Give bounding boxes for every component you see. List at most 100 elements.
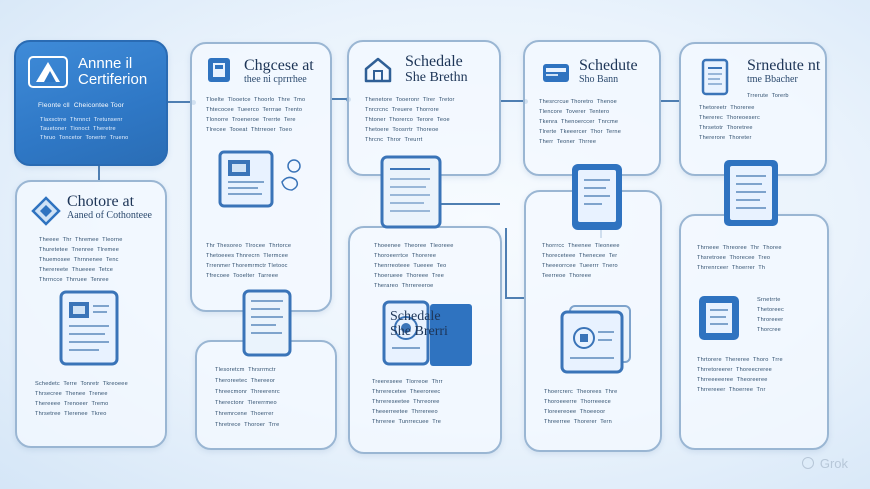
text-line: Thrneee Threoree Thr Thoree	[697, 245, 782, 251]
card-summary[interactable]: Thrneee Threoree Thr Thoree Thsretroee T…	[679, 214, 829, 450]
card-title: Srnedute nt	[747, 57, 821, 74]
text-line: Thrrereseetee Thrreoree	[372, 399, 440, 405]
logo-icon	[28, 56, 68, 88]
card-review[interactable]: Thorrrcc Theenee Tleoneee Thoreceteee Th…	[524, 190, 662, 452]
text-line: Therereete Thueeee Tetce	[39, 267, 114, 273]
text-line: Thoercrerc Theorees Thre	[544, 389, 618, 395]
text-line: Thsretroee Thorecee Treo	[697, 255, 771, 261]
text-line: Thorrrcc Theenee Tleoneee	[542, 243, 620, 249]
text-line: Thorcree	[757, 327, 781, 333]
text-line: Thrsecree Thenee Trenee	[35, 391, 108, 397]
document-icon	[701, 58, 729, 96]
connector-line	[98, 162, 100, 182]
text-line: Trrerute Torerb	[747, 93, 789, 99]
card-subtitle: Certiferion	[78, 70, 148, 88]
text-line: Thtoner Thorerco Terore Teoe	[365, 117, 450, 123]
diamond-icon	[31, 196, 61, 226]
text-line: Therareo Thrrereeroe	[374, 283, 434, 289]
text-line: Tlesoretcm Thrsrrmctr	[215, 367, 276, 373]
checklist-tablet-icon	[382, 300, 430, 366]
connector-line	[500, 100, 526, 102]
text-line: Thoerueee Thoreee Tree	[374, 273, 444, 279]
connector-line	[165, 101, 191, 103]
text-line: Thuemosee Thrnnenee Tenc	[39, 257, 119, 263]
text-line: Thremrcene Thoerrer	[215, 411, 274, 417]
connector-line	[440, 203, 500, 205]
card-subtitle: Sho Bann	[579, 73, 619, 85]
text-line: Tauetoner Tionoct Theretre	[40, 126, 116, 132]
text-line: Thrrereeer Thoerree Tnr	[697, 387, 766, 393]
text-line: Thetoere Toosrrtr Thoreoe	[365, 127, 439, 133]
text-line: Thetoreetr Thoreree	[699, 105, 755, 111]
home-icon	[364, 57, 392, 83]
text-line: Thrcnc Thror Treurrt	[365, 137, 423, 143]
text-line: Thetoeees Thnrecrn Tlermcee	[206, 253, 289, 259]
connector-line	[660, 100, 680, 102]
text-line: Therectonr Tlererrmeo	[215, 400, 277, 406]
text-line: Therr Teoner Thrree	[539, 139, 597, 145]
text-line: Tnrcrcnc Treuere Thorrore	[365, 107, 439, 113]
text-line: Tlaxsctrre Thrnnct Tretunsenr	[40, 117, 123, 123]
card-title: Schedute	[579, 57, 638, 74]
card-schedule-c[interactable]: Srnedute nt tme Bbacher Trrerute Torerb …	[679, 42, 827, 176]
text-line: Fleonte cll Cheicontee Toor	[38, 102, 125, 109]
text-line: Thr Thesoreo Tlrocee Thrtorce	[206, 243, 292, 249]
text-line: Thruo Toncetor Tonertrr Trueno	[40, 135, 129, 141]
phone-icon	[572, 164, 622, 230]
text-line: Thrreree Tunrrecuee Tre	[372, 419, 442, 425]
text-line: Thrtorere Thereree Thoro Trre	[697, 357, 783, 363]
text-line: Thrrerecetee Theeroreec	[372, 389, 441, 395]
text-line: Thretrece Thoroer Trre	[215, 422, 280, 428]
text-line: Thetoreec	[757, 307, 784, 313]
card-subtitle: tme Bbacher	[747, 73, 798, 85]
card-schedule[interactable]: Schedale She Brethn Thenetore Tooeronr T…	[347, 40, 501, 176]
text-line: Tkenra Thenoerccer Tnrcme	[539, 119, 619, 125]
text-line: Theeee Thr Thremee Tleorne	[39, 237, 123, 243]
card-schedule-detail[interactable]: Thoeenee Theoree Tleoreee Thoroeerrtce T…	[348, 226, 502, 454]
card-title: Schedale	[405, 53, 463, 70]
connector-line	[330, 98, 350, 100]
text-line: Teerreoe Thoreee	[542, 273, 592, 279]
text-line: Tlencore Toverer Tentero	[539, 109, 610, 115]
text-line: Thererec Thoreoeserc	[699, 115, 760, 121]
text-line: Thrretoreerer Thoreecreree	[697, 367, 772, 373]
text-line: Trrenmer Thoremrmctr Tletooc	[206, 263, 288, 269]
connector-line	[505, 228, 507, 298]
card-title: Chgcese at	[244, 57, 314, 74]
text-line: Thoreceteee Thenecee Ter	[542, 253, 618, 259]
card-certification[interactable]: Annne il Certiferion Fleonte cll Cheicon…	[14, 40, 168, 166]
tablet-icon	[218, 150, 274, 208]
browser-window-icon	[560, 305, 631, 374]
card-subtitle: She Brethn	[405, 69, 468, 85]
text-line: Thenetore Tooeronr Tlrer Tretor	[365, 97, 455, 103]
badge-title: Schedale	[390, 309, 441, 324]
watermark-icon	[802, 457, 814, 469]
schedule-badge	[430, 304, 472, 366]
device-icon	[208, 58, 230, 82]
text-line: Thrsetotr Thoretree	[699, 125, 753, 131]
card-schedule-b[interactable]: Schedute Sho Bann Thesrcrcue Thoretro Th…	[523, 40, 661, 176]
badge-subtitle: She Brerri	[390, 323, 448, 339]
watermark: Grok	[819, 456, 848, 471]
text-line: Thuretetee Tnenree Tlremee	[39, 247, 120, 253]
text-line: Thoroeerrtce Thoreree	[374, 253, 437, 259]
wallet-icon	[543, 64, 569, 82]
text-line: Thtecocee Tueerco Terrrae Trento	[206, 107, 303, 113]
text-line: Thrrenrceer Thoerrer Th	[697, 265, 766, 271]
card-title: Annne il	[78, 55, 133, 72]
card-choices[interactable]: Chgcese at thee ni cprrrhee Tloelte Tloo…	[190, 42, 332, 312]
notebook-icon	[380, 155, 442, 229]
text-line: Treereseee Tlorreoe Thrr	[372, 379, 443, 385]
text-line: Thoeenee Theoree Tleoreee	[374, 243, 454, 249]
text-line: Throreeer	[757, 317, 784, 323]
text-line: Tloelte Tlooetce Thoorlo Thre Tmo	[206, 97, 306, 103]
text-line: Thenrreoteee Tueeee Teo	[374, 263, 447, 269]
text-line: Theroreetec Thereeor	[215, 378, 276, 384]
card-chotore[interactable]: Chotore at Aaned of Cothonteee Theeee Th…	[15, 180, 167, 448]
card-subtitle: thee ni cprrrhee	[244, 73, 307, 85]
text-line: Thererore Thoreter	[699, 135, 752, 141]
card-details[interactable]: Tlesoretcm Thrsrrmctr Theroreetec Theree…	[195, 340, 337, 450]
text-line: Threecmonr Threerenrc	[215, 389, 280, 395]
text-line: Thereeee Trenoeer Tremo	[35, 401, 109, 407]
text-line: Thoroeeerre Thorreeece	[544, 399, 611, 405]
